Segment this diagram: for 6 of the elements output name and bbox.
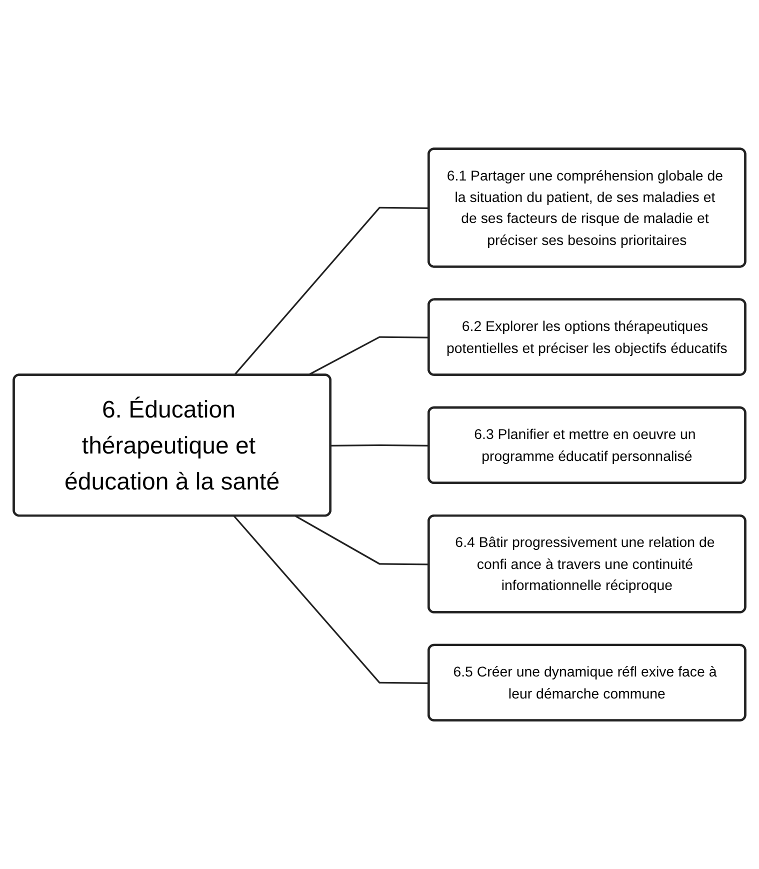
mind-map-diagram: 6. Éducation thérapeutique et éducation à la santé 6.1 Partager une compréhension globale de la situation du patient, de ses maladies et de ses facteurs de risque de maladie et préciser ses besoins prioritaires 6.2 Explorer les options thérapeutiques potentielles et préciser les objectifs éducatifs 6.3 Planifier et mettre en oeuvre un programme éducatif personnalisé 6.4 Bâtir progressivement une relation de confi ance à travers une continuité informationnelle réciproque 6.5 Créer une dynamique réfl exive face à leur démarche commune	[5, 140, 754, 730]
connector	[234, 206, 430, 376]
connector	[295, 515, 430, 566]
connector	[307, 336, 430, 376]
connector	[234, 516, 430, 684]
connector	[330, 444, 430, 446]
